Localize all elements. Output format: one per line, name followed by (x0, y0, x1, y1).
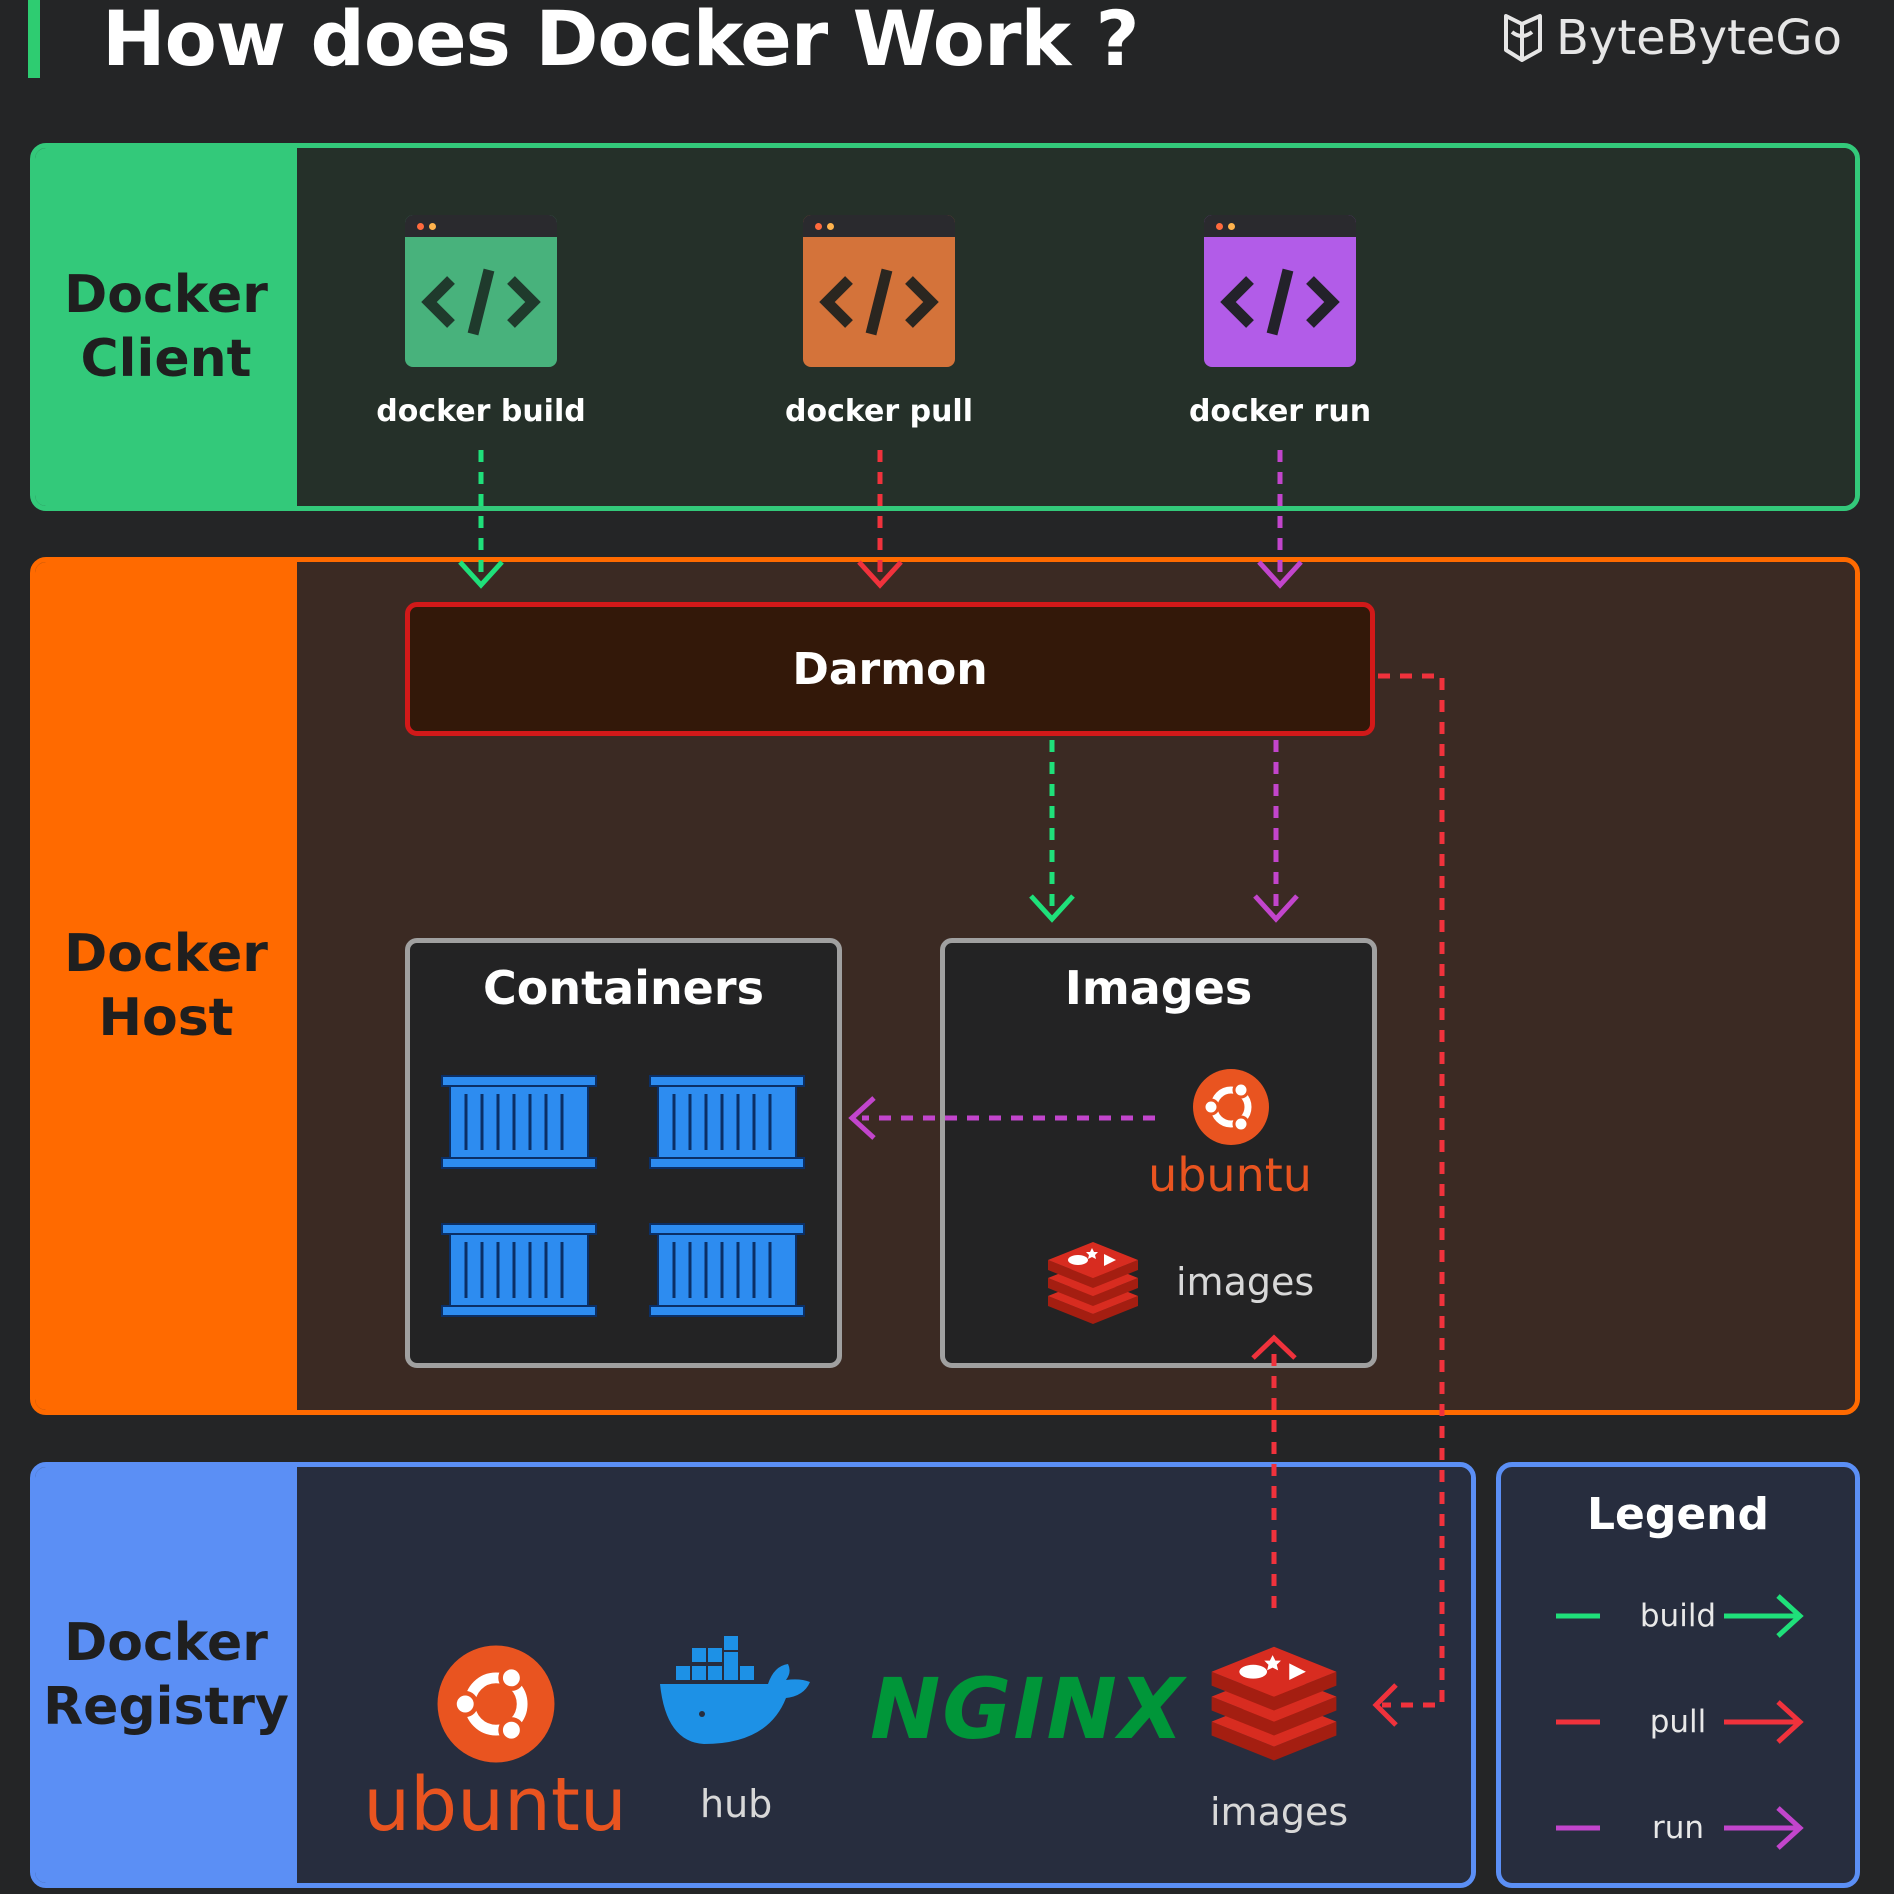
brand-name: ByteByteGo (1556, 10, 1842, 66)
redis-logo-icon (1211, 1646, 1337, 1761)
ubuntu-wordmark: ubuntu (1148, 1148, 1312, 1202)
docker-pull-icon[interactable] (803, 215, 955, 367)
container-icon (440, 1222, 598, 1318)
nginx-logo-icon: NGINX (870, 1660, 1186, 1758)
page-title: How does Docker Work ? (102, 0, 1140, 83)
redis-images-caption: images (1176, 1260, 1315, 1304)
legend-panel: Legend (1496, 1462, 1860, 1888)
legend-pull-label: pull (1649, 1704, 1707, 1740)
docker-hub-whale-icon (660, 1636, 810, 1744)
docker-registry-label: Docker Registry (35, 1467, 297, 1883)
container-icon (648, 1222, 806, 1318)
container-icon (648, 1074, 806, 1170)
redis-logo-icon (1048, 1242, 1138, 1324)
docker-run-icon[interactable] (1204, 215, 1356, 367)
hub-caption: hub (700, 1782, 773, 1826)
registry-images-caption: images (1210, 1790, 1349, 1834)
docker-build-icon[interactable] (405, 215, 557, 367)
legend-pull-arrow (1556, 1700, 1804, 1744)
legend-run-label: run (1651, 1810, 1705, 1846)
images-title: Images (1064, 961, 1253, 1015)
docker-build-label: docker build (376, 394, 586, 429)
legend-build-arrow (1556, 1594, 1804, 1638)
legend-build-label: build (1639, 1598, 1717, 1634)
docker-run-label: docker run (1188, 394, 1372, 429)
legend-swatches (1556, 1594, 1804, 1850)
registry-ubuntu-wordmark: ubuntu (363, 1762, 627, 1848)
docker-host-label: Docker Host (35, 562, 297, 1410)
title-accent-bar (28, 0, 40, 78)
daemon-label: Darmon (792, 643, 988, 695)
brand: ByteByteGo (1500, 8, 1842, 68)
containers-title: Containers (483, 961, 764, 1015)
docker-pull-label: docker pull (785, 394, 973, 429)
container-icon (440, 1074, 598, 1170)
ubuntu-logo-icon (437, 1645, 555, 1763)
docker-client-label: Docker Client (35, 148, 297, 506)
bytebytego-logo-icon (1504, 14, 1542, 62)
images-panel: Images (940, 938, 1377, 1368)
legend-title: Legend (1586, 1489, 1770, 1540)
daemon-box[interactable]: Darmon (405, 602, 1375, 736)
legend-run-arrow (1556, 1806, 1804, 1850)
container-grid (440, 1074, 806, 1318)
ubuntu-logo-icon (1193, 1069, 1269, 1145)
